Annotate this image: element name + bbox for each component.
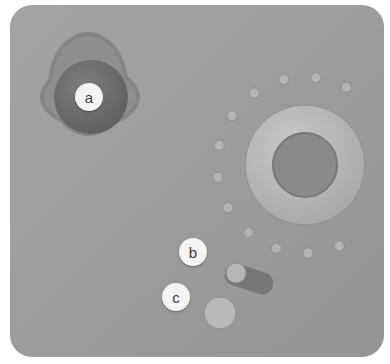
recess-a: [40, 32, 140, 136]
dial-dot: [334, 241, 344, 251]
callout-letter: a: [85, 90, 93, 105]
dial-dot: [223, 203, 233, 213]
callout-number: a: [75, 83, 103, 111]
dial-dot: [243, 227, 253, 237]
dial: [213, 73, 365, 258]
dial-dot: [303, 248, 313, 258]
dial-dot: [213, 172, 223, 182]
dial-dots: [213, 73, 351, 258]
dial-dot: [271, 243, 281, 253]
dial-dot: [341, 82, 351, 92]
button-c: [204, 297, 236, 329]
panel: [10, 5, 384, 357]
callout-letter: b: [189, 245, 197, 260]
dial-dot: [250, 88, 260, 98]
dial-dot: [214, 140, 224, 150]
dial-dot: [279, 75, 289, 85]
button-a: [54, 60, 128, 134]
slider-b: [222, 261, 276, 297]
callout-number: b: [179, 238, 207, 266]
dial-dot: [311, 73, 321, 83]
callout-number: c: [162, 283, 190, 311]
callout-letter: c: [172, 290, 180, 305]
dial-dot: [227, 111, 237, 121]
